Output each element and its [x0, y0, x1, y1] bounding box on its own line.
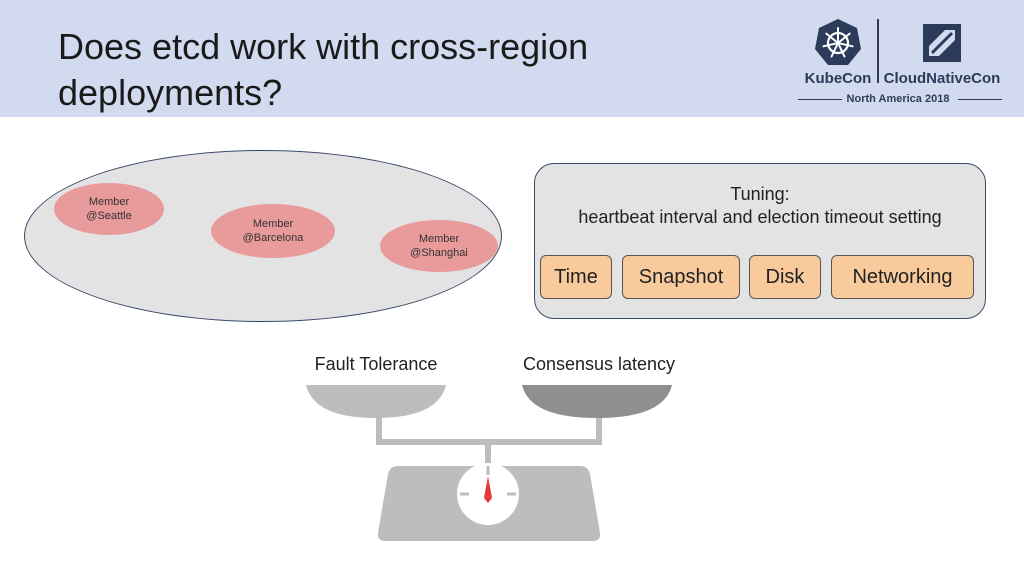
- event-logo: KubeCon CloudNativeCon North America 201…: [790, 14, 1010, 114]
- tuning-item-disk: Disk: [749, 255, 821, 299]
- event-name: North America 2018: [846, 93, 950, 105]
- member-barcelona: Member @Barcelona: [211, 204, 335, 258]
- dial-ticks: [460, 466, 516, 496]
- tuning-item-networking: Networking: [831, 255, 974, 299]
- tuning-subtitle: heartbeat interval and election timeout …: [578, 207, 942, 227]
- slide-title: Does etcd work with cross-region deploym…: [58, 26, 589, 113]
- member-shanghai: Member @Shanghai: [380, 220, 498, 272]
- logo-icons: [815, 19, 961, 65]
- event-rule-right: [958, 99, 1002, 100]
- kubecon-wordmark: KubeCon: [804, 70, 872, 87]
- tuning-item-time: Time: [540, 255, 612, 299]
- consensus-latency-label: Consensus latency: [522, 354, 676, 374]
- scale-needle: [484, 476, 492, 503]
- event-rule-left: [798, 99, 842, 100]
- scale-frame: [376, 416, 602, 465]
- member-seattle: Member @Seattle: [54, 183, 164, 235]
- left-pan: [306, 385, 446, 418]
- tuning-item-snapshot: Snapshot: [622, 255, 740, 299]
- tuning-title: Tuning:: [730, 184, 790, 204]
- kubernetes-helm-icon: [815, 19, 861, 65]
- cncf-icon: [923, 24, 961, 62]
- header-banner: [0, 0, 1024, 117]
- fault-tolerance-label: Fault Tolerance: [314, 354, 438, 374]
- right-pan: [522, 385, 672, 418]
- logo-divider: [877, 19, 879, 83]
- cloudnativecon-wordmark: CloudNativeCon: [883, 70, 1001, 87]
